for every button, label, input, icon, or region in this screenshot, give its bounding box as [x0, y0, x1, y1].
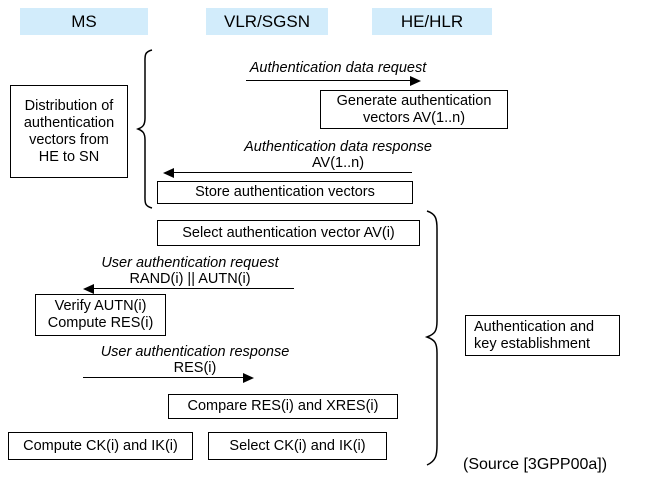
box-distribution-note-line-2: authentication [23, 114, 115, 131]
brace-aka-phase [424, 209, 448, 467]
message-payload-user-auth-request-text: RAND(i) || AUTN(i) [129, 271, 251, 287]
box-distribution-note-line-1: Distribution of [24, 97, 114, 114]
message-arrow-line-user-auth-response [83, 377, 245, 378]
box-compute-keys-line-1: Compute CK(i) and IK(i) [23, 437, 178, 454]
box-verify-autn-line-2: Compute RES(i) [47, 315, 154, 331]
box-compare-res: Compare RES(i) and XRES(i) [168, 394, 398, 419]
message-name-user-auth-response: User authentication response [100, 344, 290, 360]
box-store-av-line-1: Store authentication vectors [195, 184, 375, 200]
entity-header-ms-label: MS [71, 12, 97, 31]
message-label-auth-data-request: Authentication data request [228, 60, 448, 76]
message-name-user-auth-request: User authentication request [101, 255, 279, 271]
box-select-av: Select authentication vector AV(i) [157, 220, 420, 246]
box-select-keys-line-1: Select CK(i) and IK(i) [229, 437, 366, 454]
entity-header-ms: MS [20, 8, 148, 35]
source-note-text: (Source [3GPP00a]) [463, 456, 608, 473]
message-name-auth-data-request: Authentication data request [249, 60, 427, 76]
message-label-user-auth-response: User authentication response [80, 344, 310, 360]
message-arrow-line-auth-data-request [246, 80, 412, 81]
entity-header-vlr-sgsn: VLR/SGSN [206, 8, 328, 35]
message-payload-user-auth-response: RES(i) [80, 360, 310, 376]
entity-header-he-hlr-label: HE/HLR [400, 12, 464, 31]
box-distribution-note-line-4: HE to SN [38, 148, 100, 165]
box-compute-keys: Compute CK(i) and IK(i) [8, 432, 193, 460]
message-payload-auth-data-response-text: AV(1..n) [311, 155, 365, 171]
message-arrow-head-user-auth-request [83, 284, 94, 294]
message-payload-user-auth-response-text: RES(i) [173, 360, 217, 376]
box-verify-autn-line-1: Verify AUTN(i) [54, 298, 147, 314]
box-distribution-note: Distribution of authentication vectors f… [10, 85, 128, 178]
box-distribution-note-line-3: vectors from [29, 131, 109, 148]
box-generate-av: Generate authentication vectors AV(1..n) [320, 90, 508, 129]
message-arrow-line-auth-data-response [174, 172, 412, 173]
box-aka-note-line-1: Authentication and [474, 318, 595, 335]
box-select-keys: Select CK(i) and IK(i) [208, 432, 387, 460]
box-generate-av-line-2: vectors AV(1..n) [362, 109, 466, 126]
box-aka-note: Authentication and key establishment [465, 315, 620, 356]
box-store-av: Store authentication vectors [157, 181, 413, 204]
message-arrow-head-user-auth-response [243, 373, 254, 383]
box-select-av-line-1: Select authentication vector AV(i) [182, 224, 395, 241]
message-arrow-line-user-auth-request [94, 288, 294, 289]
message-name-auth-data-response: Authentication data response [244, 139, 432, 155]
box-verify-autn: Verify AUTN(i) Compute RES(i) [35, 294, 166, 336]
entity-header-vlr-sgsn-label: VLR/SGSN [224, 12, 310, 31]
message-payload-auth-data-response: AV(1..n) [218, 155, 458, 171]
message-arrow-head-auth-data-response [163, 168, 174, 178]
box-aka-note-line-2: key establishment [474, 335, 591, 352]
entity-header-he-hlr: HE/HLR [372, 8, 492, 35]
message-payload-user-auth-request: RAND(i) || AUTN(i) [85, 271, 295, 287]
brace-distribution-phase [136, 48, 156, 210]
box-generate-av-line-1: Generate authentication [336, 92, 492, 109]
message-label-user-auth-request: User authentication request [85, 255, 295, 271]
message-arrow-head-auth-data-request [410, 76, 421, 86]
message-label-auth-data-response: Authentication data response [218, 139, 458, 155]
source-note: (Source [3GPP00a]) [463, 455, 607, 474]
box-compare-res-line-1: Compare RES(i) and XRES(i) [187, 398, 379, 414]
